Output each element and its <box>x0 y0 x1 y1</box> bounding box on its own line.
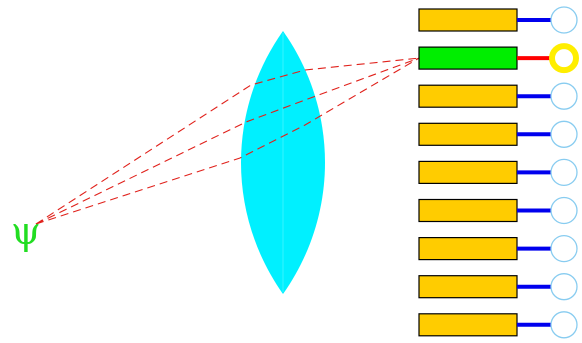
element-port <box>549 43 579 74</box>
ray-path <box>35 57 420 225</box>
element-port <box>550 158 578 187</box>
element <box>418 196 578 225</box>
element-port <box>550 196 578 225</box>
element-port <box>550 6 578 34</box>
element-bar <box>418 237 518 261</box>
source-psi-symbol: ψ <box>11 209 41 253</box>
element-bar <box>418 198 518 223</box>
element-bar <box>418 84 518 108</box>
element-bar <box>418 313 518 337</box>
element-port <box>550 82 578 110</box>
element-bar <box>418 160 518 184</box>
element <box>418 158 578 187</box>
element-port <box>550 234 578 263</box>
element-bar <box>418 8 518 32</box>
element-bar <box>418 122 518 146</box>
element <box>418 6 578 34</box>
element <box>418 311 578 339</box>
ray-path <box>35 57 420 225</box>
ray-path <box>35 57 420 225</box>
element-bar <box>418 275 518 299</box>
element-port <box>550 311 578 339</box>
element <box>418 273 578 301</box>
element-array <box>418 6 579 339</box>
element-bar <box>418 46 518 70</box>
element <box>418 120 578 148</box>
element-port <box>550 120 578 148</box>
element-port <box>550 273 578 301</box>
element <box>418 82 578 110</box>
element <box>418 234 578 263</box>
ray-group <box>35 57 420 225</box>
active-element <box>418 43 579 74</box>
